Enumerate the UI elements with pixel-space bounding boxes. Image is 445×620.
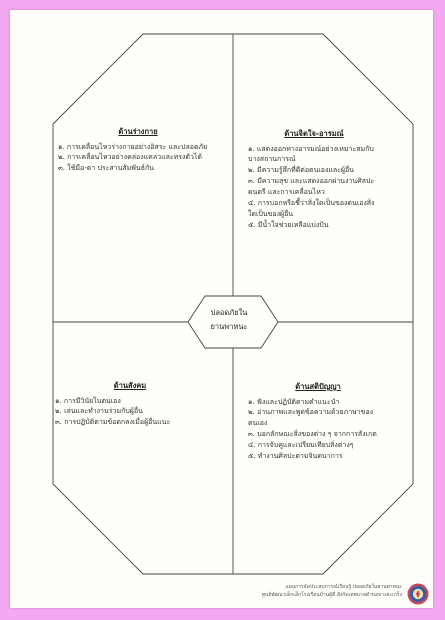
list-item: ๓. มีความสุข และแสดงออกผ่านงานศิลปะ ดนตร…	[248, 177, 375, 196]
physical-list: ๑. การเคลื่อนไหวร่างกายอย่างอิสระ และปลอ…	[58, 142, 218, 175]
list-item: ๔. การจับคู่และเปรียบเทียบสิ่งต่างๆ	[248, 441, 354, 449]
cognitive-panel: ด้านสติปัญญา ๑. ฟังและปฏิบัติตามคำแนะนำ …	[248, 381, 388, 462]
center-topic-line2: ยานพาหนะ	[210, 322, 248, 332]
footer-line1: แผนการจัดประสบการณ์เรียนรู้ ปลอดภัยในยาน…	[285, 584, 402, 590]
list-item: ๒. การเคลื่อนไหวอย่างคล่องแคล่วและทรงตัว…	[58, 153, 202, 162]
physical-panel: ด้านร่างกาย ๑. การเคลื่อนไหวร่างกายอย่าง…	[58, 126, 218, 174]
list-item: ๑. การเคลื่อนไหวร่างกายอย่างอิสระ และปลอ…	[58, 142, 208, 151]
social-title: ด้านสังคม	[113, 381, 147, 390]
cognitive-title: ด้านสติปัญญา	[295, 382, 341, 391]
web-diagram	[33, 14, 433, 596]
list-item: ๑. แสดงออกทางอารมณ์อย่างเหมาะสมกับบางสถา…	[248, 144, 374, 164]
list-item: ๑. การมีวินัยในตนเอง	[55, 396, 121, 405]
cognitive-list: ๑. ฟังและปฏิบัติตามคำแนะนำ ๒. อ่านภาพและ…	[248, 397, 388, 462]
center-topic: ปลอดภัยใน ยานพาหนะ	[198, 306, 260, 335]
list-item: ๕. มีน้ำใจช่วยเหลือแบ่งปัน	[248, 220, 329, 229]
footer-line2: ศูนย์พัฒนาเด็กเล็กโรงเรียนบ้านผู้ดี สังก…	[261, 591, 402, 598]
list-item: ๓. บอกลักษณะสิ่งของต่าง ๆ จากการสังเกต	[248, 430, 377, 439]
school-seal-icon	[407, 583, 429, 605]
emotional-title: ด้านจิตใจ-อารมณ์	[284, 129, 344, 138]
list-item: ๓. ใช้มือ-ตา ประสานสัมพันธ์กัน	[58, 164, 154, 173]
social-list: ๑. การมีวินัยในตนเอง ๒. เล่นและทำงานร่วม…	[55, 396, 205, 429]
diagram-lines	[52, 33, 414, 575]
physical-title: ด้านร่างกาย	[118, 127, 158, 136]
center-topic-line1: ปลอดภัยใน	[210, 308, 248, 317]
center-hexagon	[187, 295, 279, 349]
list-item: ๒. อ่านภาพและพูดข้อความด้วยภาษาของตนเอง	[248, 408, 374, 428]
list-item: ๕. ทำงานศิลปะตามจินตนาการ	[248, 451, 343, 460]
list-item: ๓. การปฏิบัติตามข้อตกลงเมื่อผู้อื่นแนะ	[55, 418, 171, 427]
emotional-list: ๑. แสดงออกทางอารมณ์อย่างเหมาะสมกับบางสถา…	[248, 144, 380, 231]
footer-credit: แผนการจัดประสบการณ์เรียนรู้ ปลอดภัยในยาน…	[222, 584, 402, 599]
list-item: ๒. มีความรู้สึกที่ดีต่อตนเองและผู้อื่น	[248, 166, 355, 175]
emotional-panel: ด้านจิตใจ-อารมณ์ ๑. แสดงออกทางอารมณ์อย่า…	[248, 128, 380, 230]
list-item: ๑. ฟังและปฏิบัติตามคำแนะนำ	[248, 397, 340, 406]
list-item: ๔. การบอกหรือชี้ว่าสิ่งใดเป็นของตนเองสิ่…	[248, 198, 375, 218]
list-item: ๒. เล่นและทำงานร่วมกับผู้อื่น	[55, 407, 143, 416]
outer-frame	[52, 33, 414, 575]
social-panel: ด้านสังคม ๑. การมีวินัยในตนเอง ๒. เล่นแล…	[55, 380, 205, 428]
